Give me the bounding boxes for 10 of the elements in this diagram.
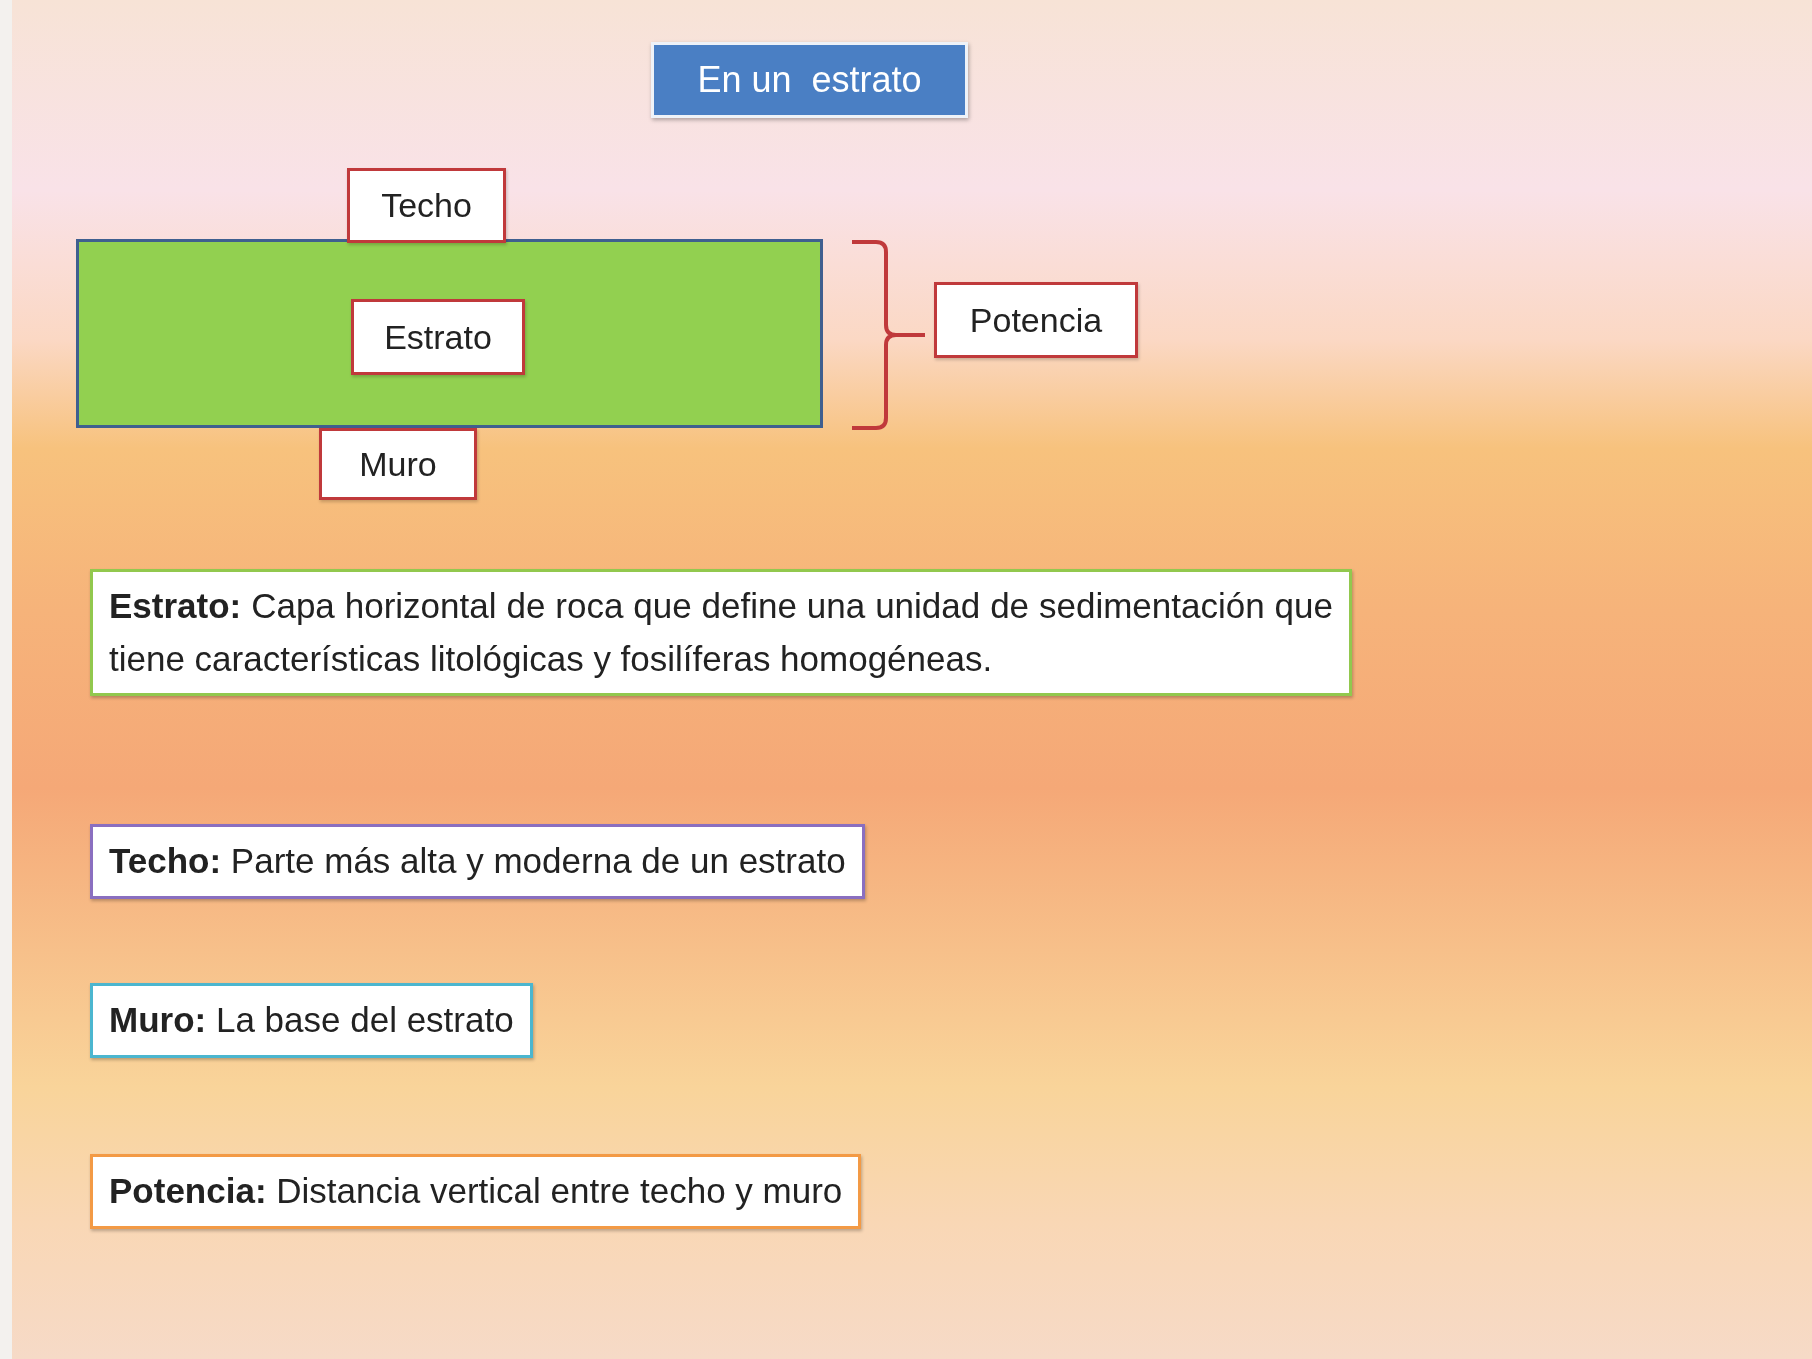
definition-box: Techo: Parte más alta y moderna de un estrato	[90, 824, 865, 899]
definition-box: Estrato: Capa horizontal de roca que define una unidad de sedimentación que tiene características litológicas y fosilíferas homogéneas.	[90, 569, 1352, 696]
title-banner: En un estrato	[651, 42, 968, 118]
rock-layer	[76, 239, 823, 428]
definition-box: Potencia: Distancia vertical entre techo y muro	[90, 1154, 862, 1229]
term-label: Muro	[319, 428, 477, 500]
term-label: Estrato	[351, 299, 525, 375]
term-label: Potencia	[934, 282, 1138, 358]
term-label: Techo	[347, 168, 506, 243]
definition-box: Muro: La base del estrato	[90, 983, 533, 1058]
